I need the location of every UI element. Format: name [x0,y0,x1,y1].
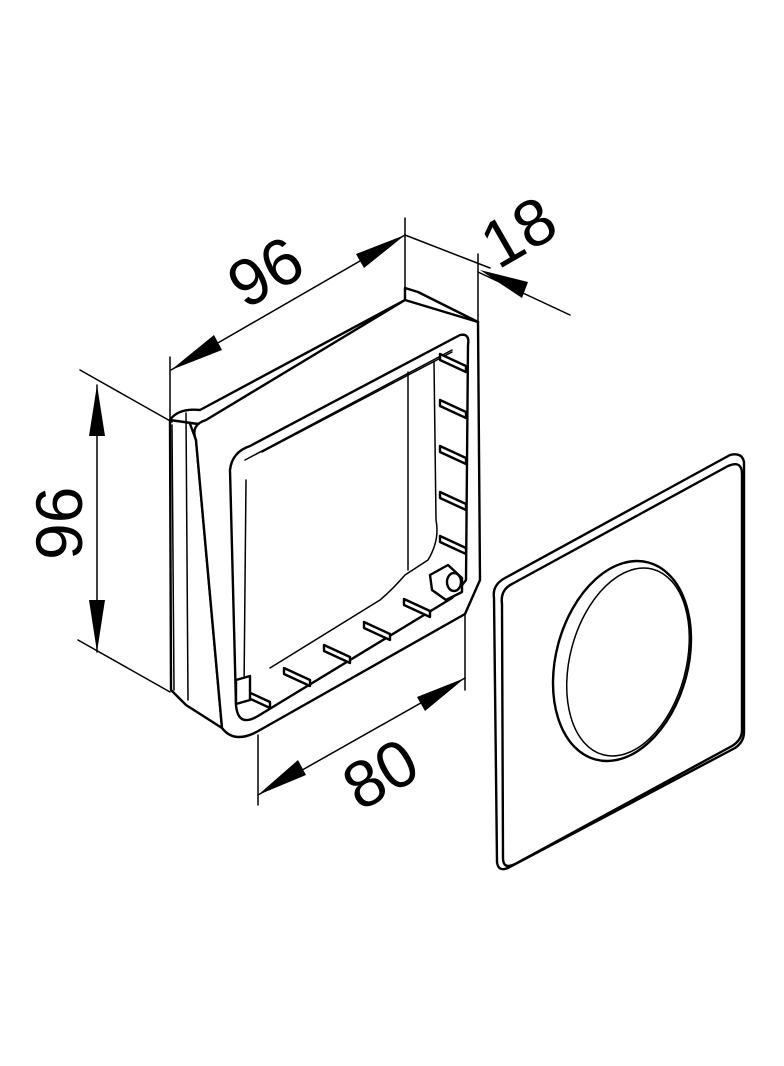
dimension-arrow [356,235,405,268]
dimension-label-width-top: 96 [215,221,316,322]
dimension-height-left: 96 [22,369,173,693]
cover-plate-opening [551,559,693,763]
dimension-arrow [417,678,465,711]
dimension-arrow [89,385,105,436]
box-corner-tab [234,674,252,706]
screw-boss [428,563,464,602]
dimension-arrow [480,270,528,298]
dimension-label-depth: 18 [468,181,569,282]
mounting-box [168,286,482,739]
box-right-slots [438,352,468,556]
dimension-arrow [89,600,105,652]
dimension-arrow [258,760,306,795]
dimension-arrow [171,335,222,370]
dimension-label-height-left: 96 [22,487,96,560]
dimension-label-width-bottom: 80 [330,723,431,824]
cover-plate [492,453,746,871]
